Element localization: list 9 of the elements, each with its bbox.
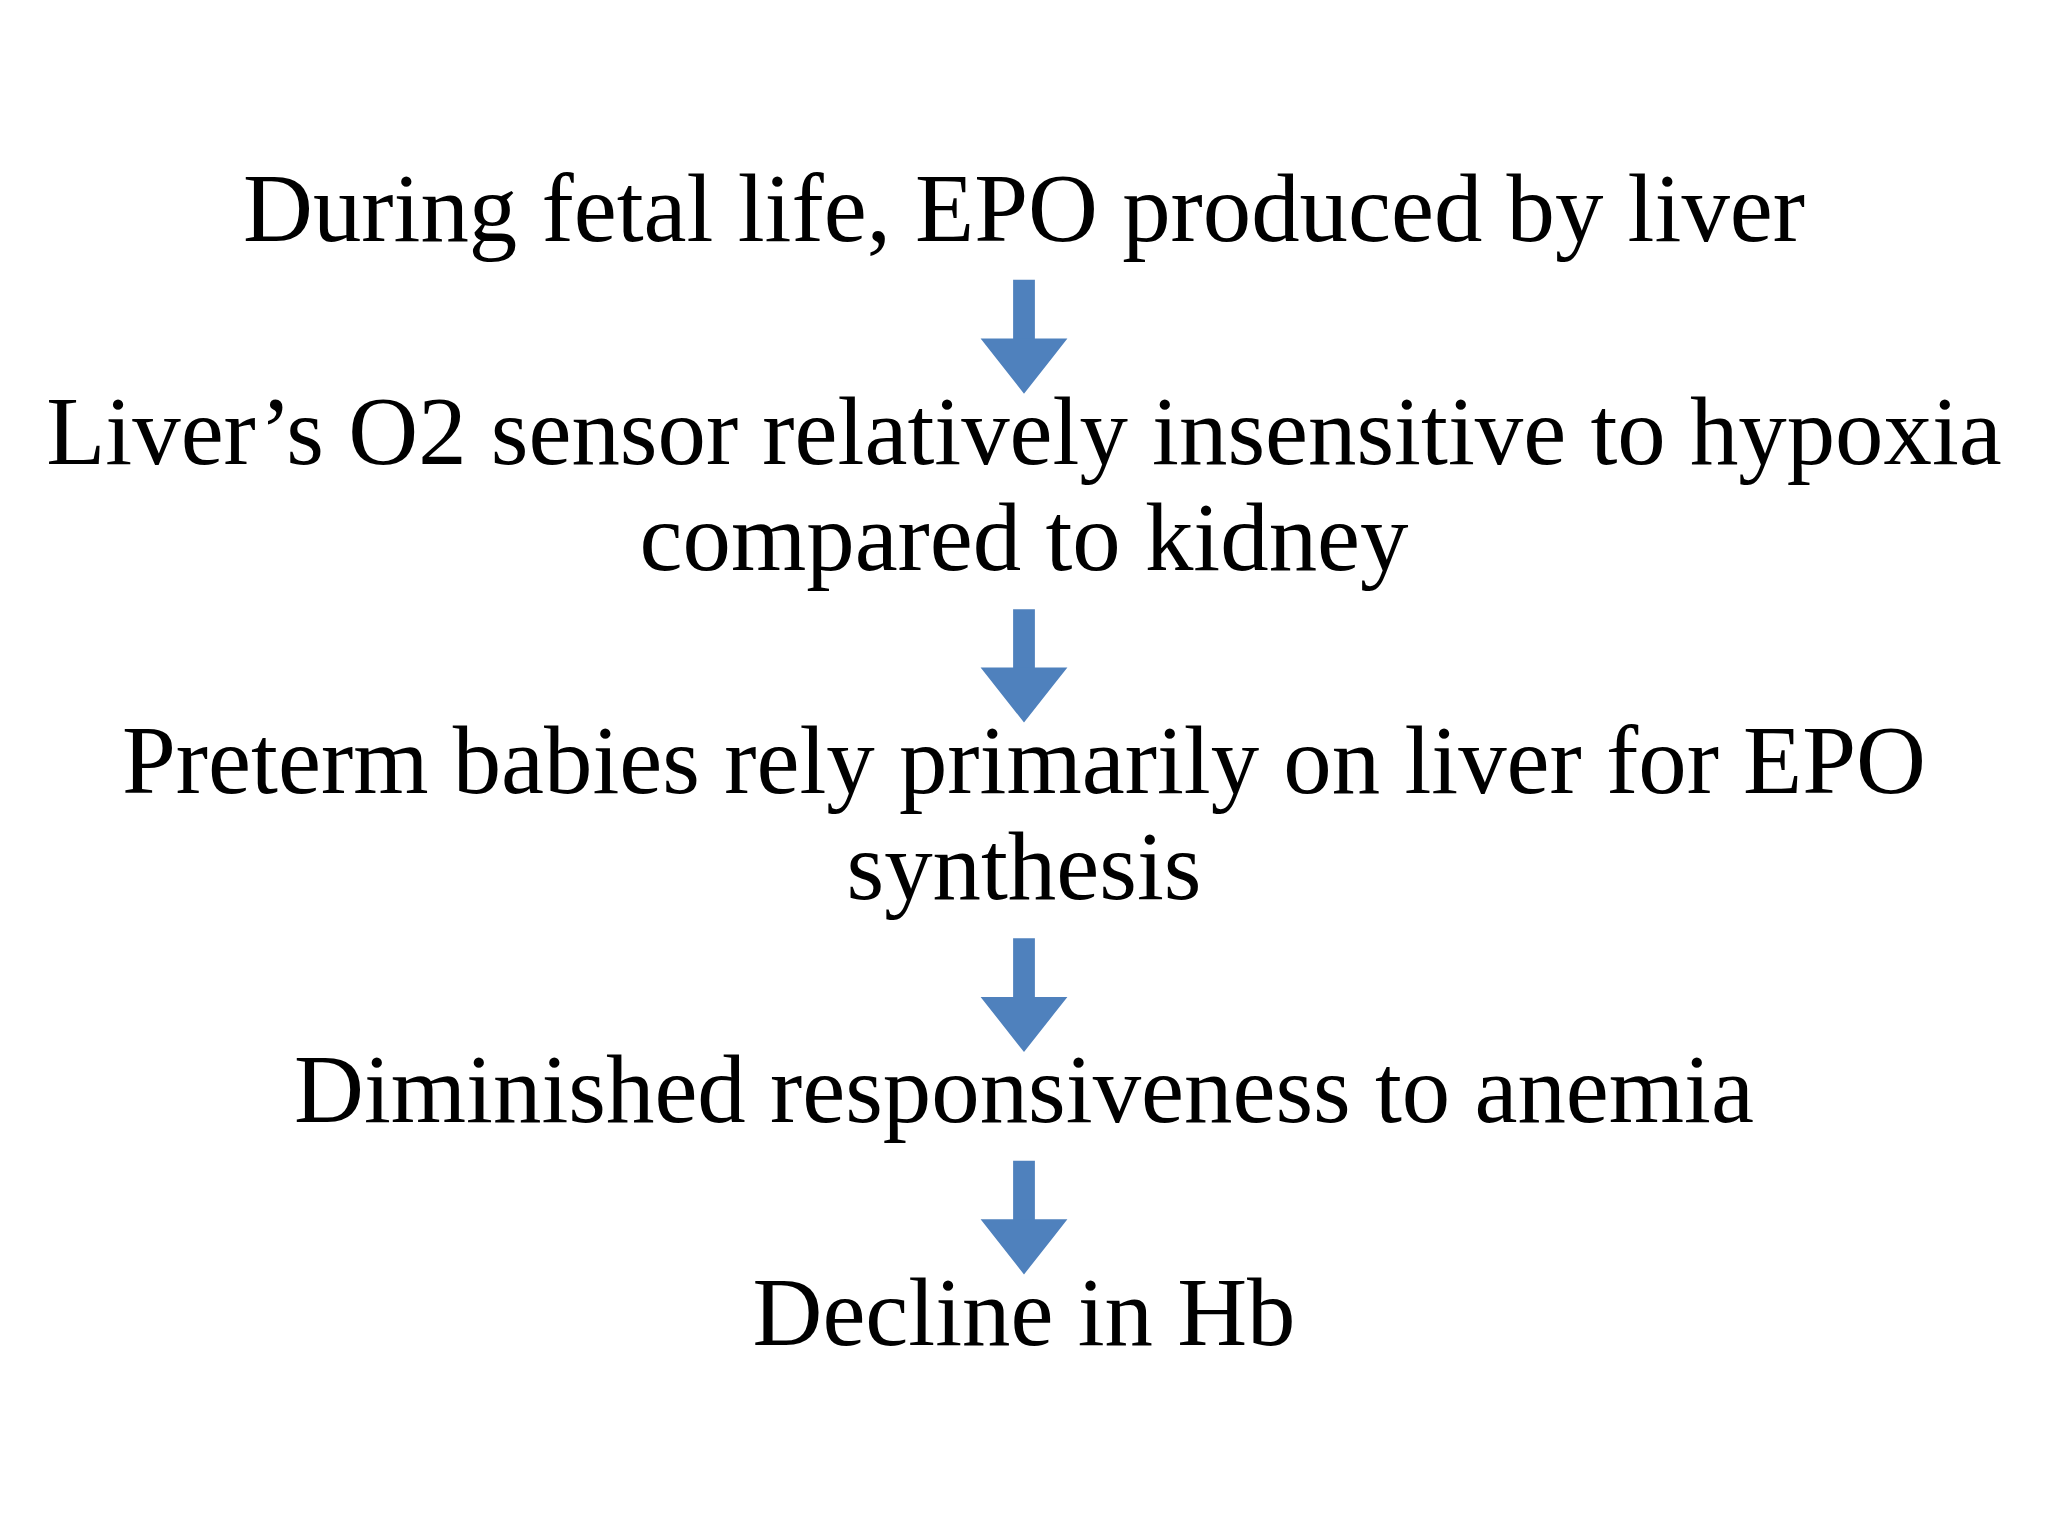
node-text: Preterm babies rely primarily on liver for EPO synthesis [122,706,1926,920]
node-text: Diminished responsiveness to anemia [294,1035,1754,1143]
node-text: Liver’s O2 sensor relatively insensitive to hypoxia compared to kidney [46,377,2002,591]
arrow [980,608,1068,722]
arrow [980,1160,1068,1274]
node-text: Decline in Hb [752,1258,1296,1366]
arrow [980,937,1068,1052]
node-text: During fetal life, EPO produced by liver [243,154,1805,262]
arrow [980,279,1068,394]
